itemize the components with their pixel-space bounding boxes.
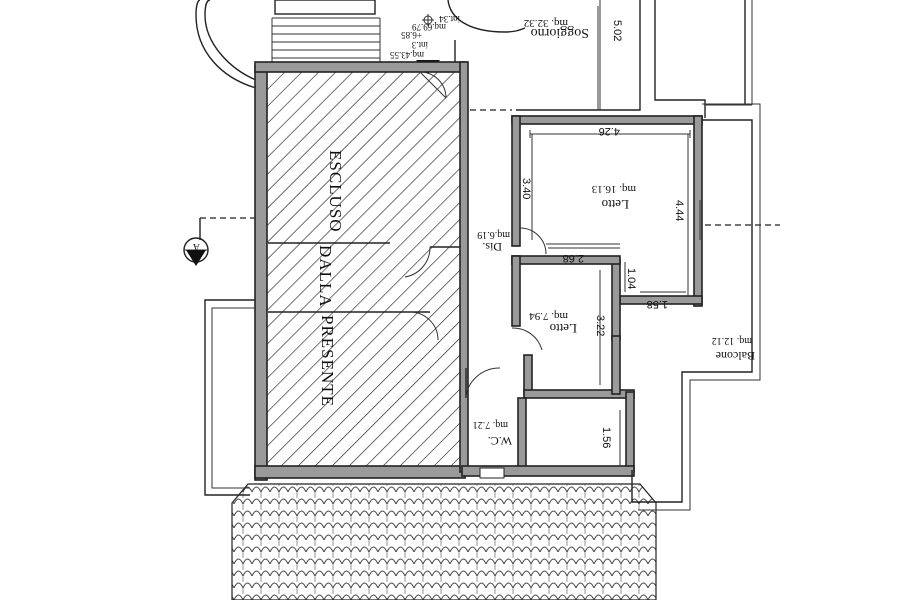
room-soggiorno-name: Soggiorno [531,25,589,40]
excluded-word-2: DALLA [316,245,335,308]
label-mq4355: mq.43.55 [389,50,424,60]
room-wc-area: mq. 7.21 [473,419,508,430]
dimension-lines [529,6,691,466]
left-balcony [204,299,255,496]
dim-444: 4.44 [673,200,685,221]
dimension-labels: 5.02 4.26 3.40 4.44 2.68 1.04 1.58 3.22 … [520,20,685,448]
dim-340: 3.40 [520,178,532,199]
room-balcone-name: Balcone [716,349,755,363]
excluded-block: ESCLUSO DALLA PRESENTE [264,69,464,471]
label-mq6979: mq.69.79 [411,22,446,32]
label-level: +6.85 [401,30,422,40]
label-int3: int.3 [411,40,428,50]
dim-104: 1.04 [625,268,637,289]
section-arrow-icon [186,250,206,266]
room-letto-small-area: mq. 7.94 [529,310,568,322]
room-letto-large-name: Letto [602,197,629,212]
room-balcone-area: mq. 12.12 [712,335,752,346]
room-dis-name: Dis. [482,240,502,254]
room-labels: Soggiorno mq. 32.32 Letto mq. 16.13 Lett… [473,17,755,448]
room-soggiorno-area: mq. 32.32 [524,17,568,29]
right-balcony [631,103,780,511]
dim-322: 3.22 [594,315,606,336]
stair-steps [271,17,381,64]
room-wc-name: W.C. [488,434,512,448]
roof-tiles [231,483,657,600]
section-label: A [192,241,200,252]
excluded-word-1: ESCLUSO [326,150,345,233]
room-dis-area: mq.6.19 [477,229,510,240]
dim-426: 4.26 [599,125,620,137]
dim-156: 1.56 [600,427,612,448]
room-letto-large-area: mq. 16.13 [591,183,636,195]
label-int34: int.34 [439,14,460,24]
dim-502: 5.02 [611,20,623,41]
excluded-word-3: PRESENTE [318,315,337,407]
dim-158: 1.58 [647,298,668,310]
section-mark: A [183,217,255,266]
room-letto-small-name: Letto [550,321,577,336]
dim-268: 2.68 [563,252,584,264]
